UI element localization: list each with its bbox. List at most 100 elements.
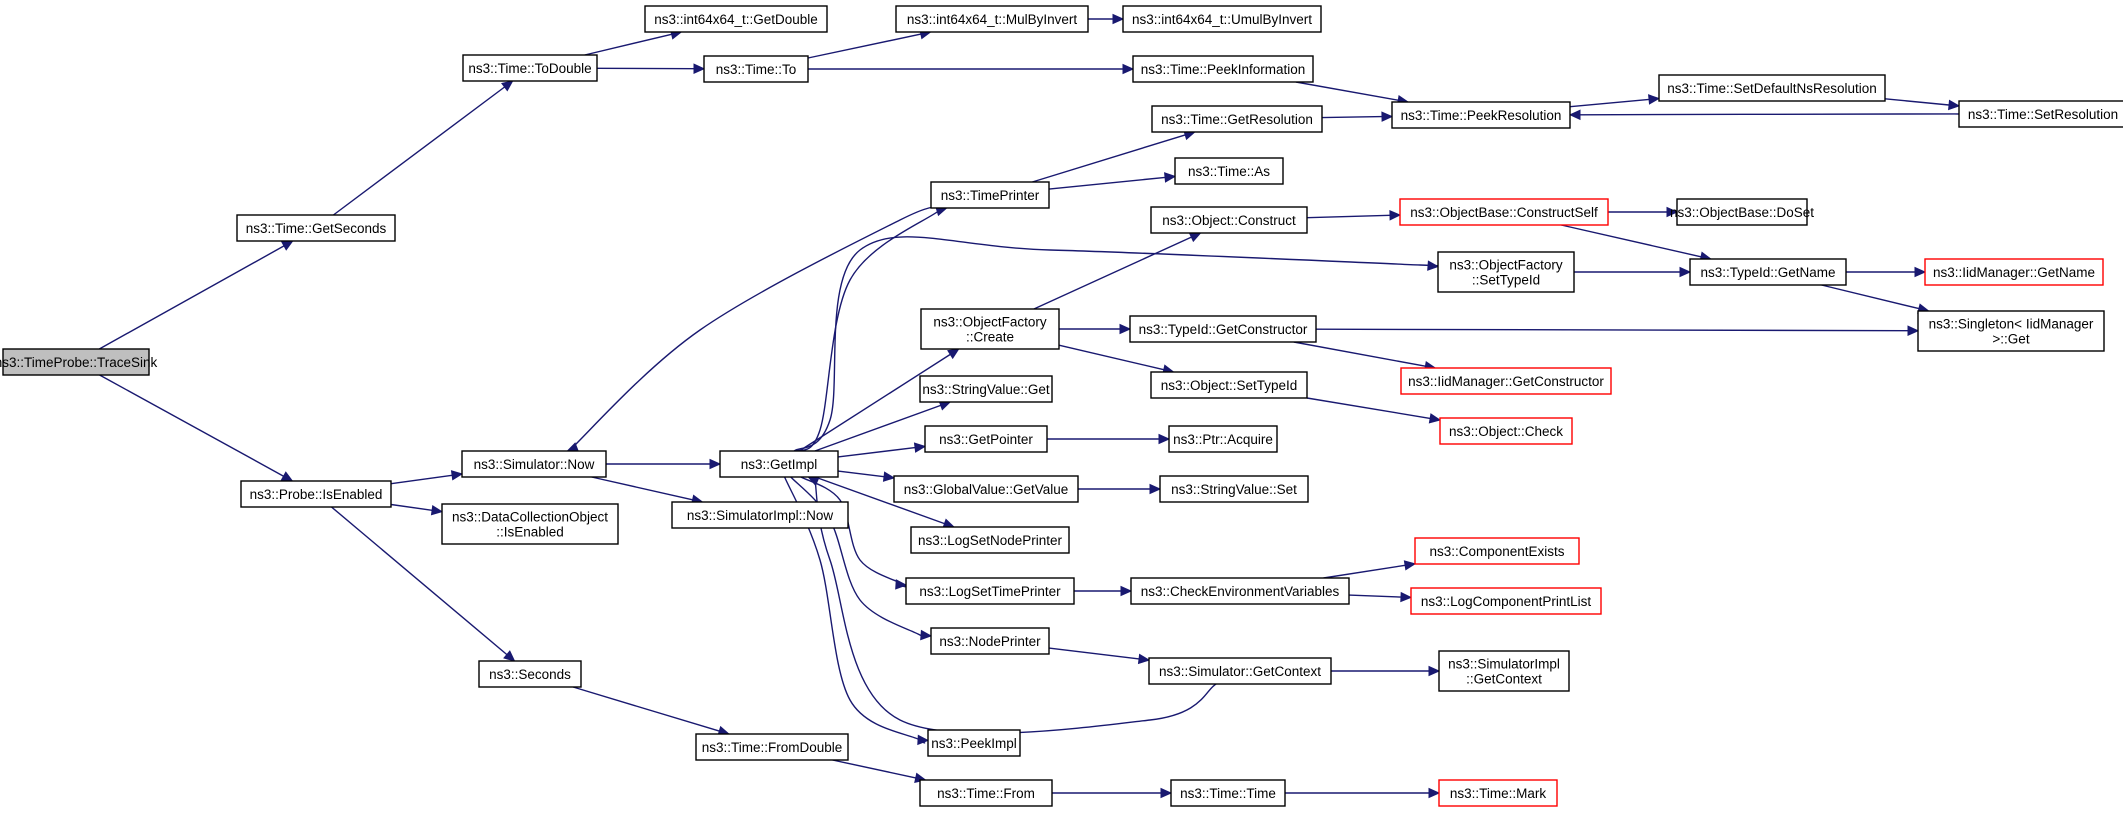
edge-line xyxy=(390,474,453,485)
arrowhead-icon xyxy=(1389,210,1402,221)
node-box xyxy=(895,5,1089,33)
node-box xyxy=(1132,55,1314,83)
node-label: ns3::TypeId::GetName xyxy=(1700,265,1835,280)
function-node[interactable]: ns3::SimulatorImpl::GetContext xyxy=(1438,650,1570,692)
function-node[interactable]: ns3::Time::PeekInformation xyxy=(1132,55,1314,83)
function-node[interactable]: ns3::Simulator::Now xyxy=(461,450,607,478)
function-node[interactable]: ns3::Singleton< IidManager>::Get xyxy=(1917,310,2105,352)
function-node[interactable]: ns3::Ptr::Acquire xyxy=(1168,425,1278,453)
function-node[interactable]: ns3::int64x64_t::UmulByInvert xyxy=(1122,5,1322,33)
node-box xyxy=(930,181,1050,209)
edge-line xyxy=(1058,344,1164,371)
node-box xyxy=(1689,258,1847,286)
function-node[interactable]: ns3::PeekImpl xyxy=(927,729,1021,757)
function-node[interactable]: ns3::DataCollectionObject::IsEnabled xyxy=(441,503,619,545)
function-node[interactable]: ns3::StringValue::Set xyxy=(1159,475,1309,503)
node-label: ns3::Time::Mark xyxy=(1450,786,1547,801)
node-box xyxy=(1958,100,2123,128)
function-node[interactable]: ns3::GetPointer xyxy=(924,425,1048,453)
function-node[interactable]: ns3::Time::FromDouble xyxy=(695,733,849,761)
call-edge xyxy=(1074,585,1133,597)
function-node[interactable]: ns3::Time::Mark xyxy=(1438,779,1558,807)
call-edge xyxy=(1315,325,1920,336)
function-node[interactable]: ns3::Time::GetSeconds xyxy=(236,214,396,242)
function-node[interactable]: ns3::Time::SetResolution xyxy=(1958,100,2123,128)
function-node[interactable]: ns3::Simulator::GetContext xyxy=(1148,657,1332,685)
node-label: ns3::LogComponentPrintList xyxy=(1421,594,1592,609)
function-node[interactable]: ns3::int64x64_t::MulByInvert xyxy=(895,5,1089,33)
node-label: ns3::Object::Construct xyxy=(1162,213,1296,228)
function-node[interactable]: ns3::TypeId::GetConstructor xyxy=(1129,315,1317,343)
call-edge xyxy=(832,759,927,783)
function-node[interactable]: ns3::LogSetTimePrinter xyxy=(905,577,1075,605)
function-node[interactable]: ns3::ObjectFactory::Create xyxy=(920,308,1060,350)
function-node[interactable]: ns3::Object::Construct xyxy=(1150,206,1308,234)
node-label: ns3::TimePrinter xyxy=(941,188,1040,203)
call-edge xyxy=(1321,111,1394,122)
function-node[interactable]: ns3::Seconds xyxy=(478,660,582,688)
node-box xyxy=(1410,587,1602,615)
function-node[interactable]: ns3::TypeId::GetName xyxy=(1689,258,1847,286)
function-node[interactable]: ns3::TimeProbe::TraceSink xyxy=(0,348,158,376)
function-node[interactable]: ns3::GlobalValue::GetValue xyxy=(893,475,1079,503)
function-node[interactable]: ns3::SimulatorImpl::Now xyxy=(671,501,849,529)
function-node[interactable]: ns3::ComponentExists xyxy=(1414,537,1580,565)
function-node[interactable]: ns3::CheckEnvironmentVariables xyxy=(1130,577,1350,605)
function-node[interactable]: ns3::ObjectFactory::SetTypeId xyxy=(1437,251,1575,293)
node-label: ns3::int64x64_t::UmulByInvert xyxy=(1132,12,1312,27)
node-box xyxy=(441,503,619,545)
edge-line xyxy=(584,33,672,56)
call-edge xyxy=(1608,206,1679,218)
function-node[interactable]: ns3::Probe::IsEnabled xyxy=(240,480,392,508)
arrowhead-icon xyxy=(1120,585,1133,597)
edge-line xyxy=(1295,81,1399,101)
function-node[interactable]: ns3::Time::As xyxy=(1174,157,1284,185)
node-box xyxy=(920,308,1060,350)
node-label: ns3::GetPointer xyxy=(939,432,1033,447)
node-label: ns3::ObjectBase::ConstructSelf xyxy=(1410,205,1598,220)
arrowhead-icon xyxy=(1137,653,1151,665)
arrowhead-icon xyxy=(1428,787,1441,799)
call-edge xyxy=(1348,591,1413,603)
function-node[interactable]: ns3::Time::To xyxy=(703,55,809,83)
function-node[interactable]: ns3::Time::From xyxy=(919,779,1053,807)
edge-line xyxy=(1033,236,1192,310)
edge-line xyxy=(793,236,1451,452)
node-box xyxy=(1414,537,1580,565)
function-node[interactable]: ns3::LogSetNodePrinter xyxy=(910,526,1070,554)
node-label: >::Get xyxy=(1992,332,2029,347)
node-box xyxy=(1917,310,2105,352)
function-node[interactable]: ns3::Object::SetTypeId xyxy=(1150,371,1308,399)
function-node[interactable]: ns3::TimePrinter xyxy=(930,181,1050,209)
arrowhead-icon xyxy=(1188,232,1202,243)
function-node[interactable]: ns3::Time::GetResolution xyxy=(1151,105,1323,133)
edge-line xyxy=(1821,284,1920,310)
node-box xyxy=(695,733,849,761)
function-node[interactable]: ns3::Time::ToDouble xyxy=(462,54,598,82)
edge-line xyxy=(798,353,951,452)
node-box xyxy=(893,475,1079,503)
call-edge xyxy=(1033,232,1202,310)
function-node[interactable]: ns3::Time::Time xyxy=(1170,779,1286,807)
call-edge xyxy=(808,63,1135,75)
function-node[interactable]: ns3::Object::Check xyxy=(1439,417,1573,445)
function-node[interactable]: ns3::GetImpl xyxy=(719,450,839,478)
node-label: ns3::TypeId::GetConstructor xyxy=(1139,322,1308,337)
function-node[interactable]: ns3::IidManager::GetName xyxy=(1924,258,2104,286)
function-node[interactable]: ns3::IidManager::GetConstructor xyxy=(1400,367,1612,395)
function-node[interactable]: ns3::LogComponentPrintList xyxy=(1410,587,1602,615)
edge-line xyxy=(1884,98,1950,106)
function-node[interactable]: ns3::StringValue::Get xyxy=(919,375,1053,403)
edge-line xyxy=(572,686,720,732)
function-node[interactable]: ns3::Time::SetDefaultNsResolution xyxy=(1658,74,1886,102)
function-node[interactable]: ns3::NodePrinter xyxy=(930,627,1050,655)
function-node[interactable]: ns3::int64x64_t::GetDouble xyxy=(644,5,828,33)
call-edge xyxy=(606,458,722,470)
function-node[interactable]: ns3::ObjectBase::DoSet xyxy=(1670,198,1814,226)
function-node[interactable]: ns3::ObjectBase::ConstructSelf xyxy=(1399,198,1609,226)
node-label: ns3::int64x64_t::MulByInvert xyxy=(907,12,1078,27)
arrowhead-icon xyxy=(1122,63,1135,75)
function-node[interactable]: ns3::Time::PeekResolution xyxy=(1391,101,1571,129)
node-label: ns3::SimulatorImpl::Now xyxy=(687,508,834,523)
call-edge xyxy=(1323,560,1417,579)
